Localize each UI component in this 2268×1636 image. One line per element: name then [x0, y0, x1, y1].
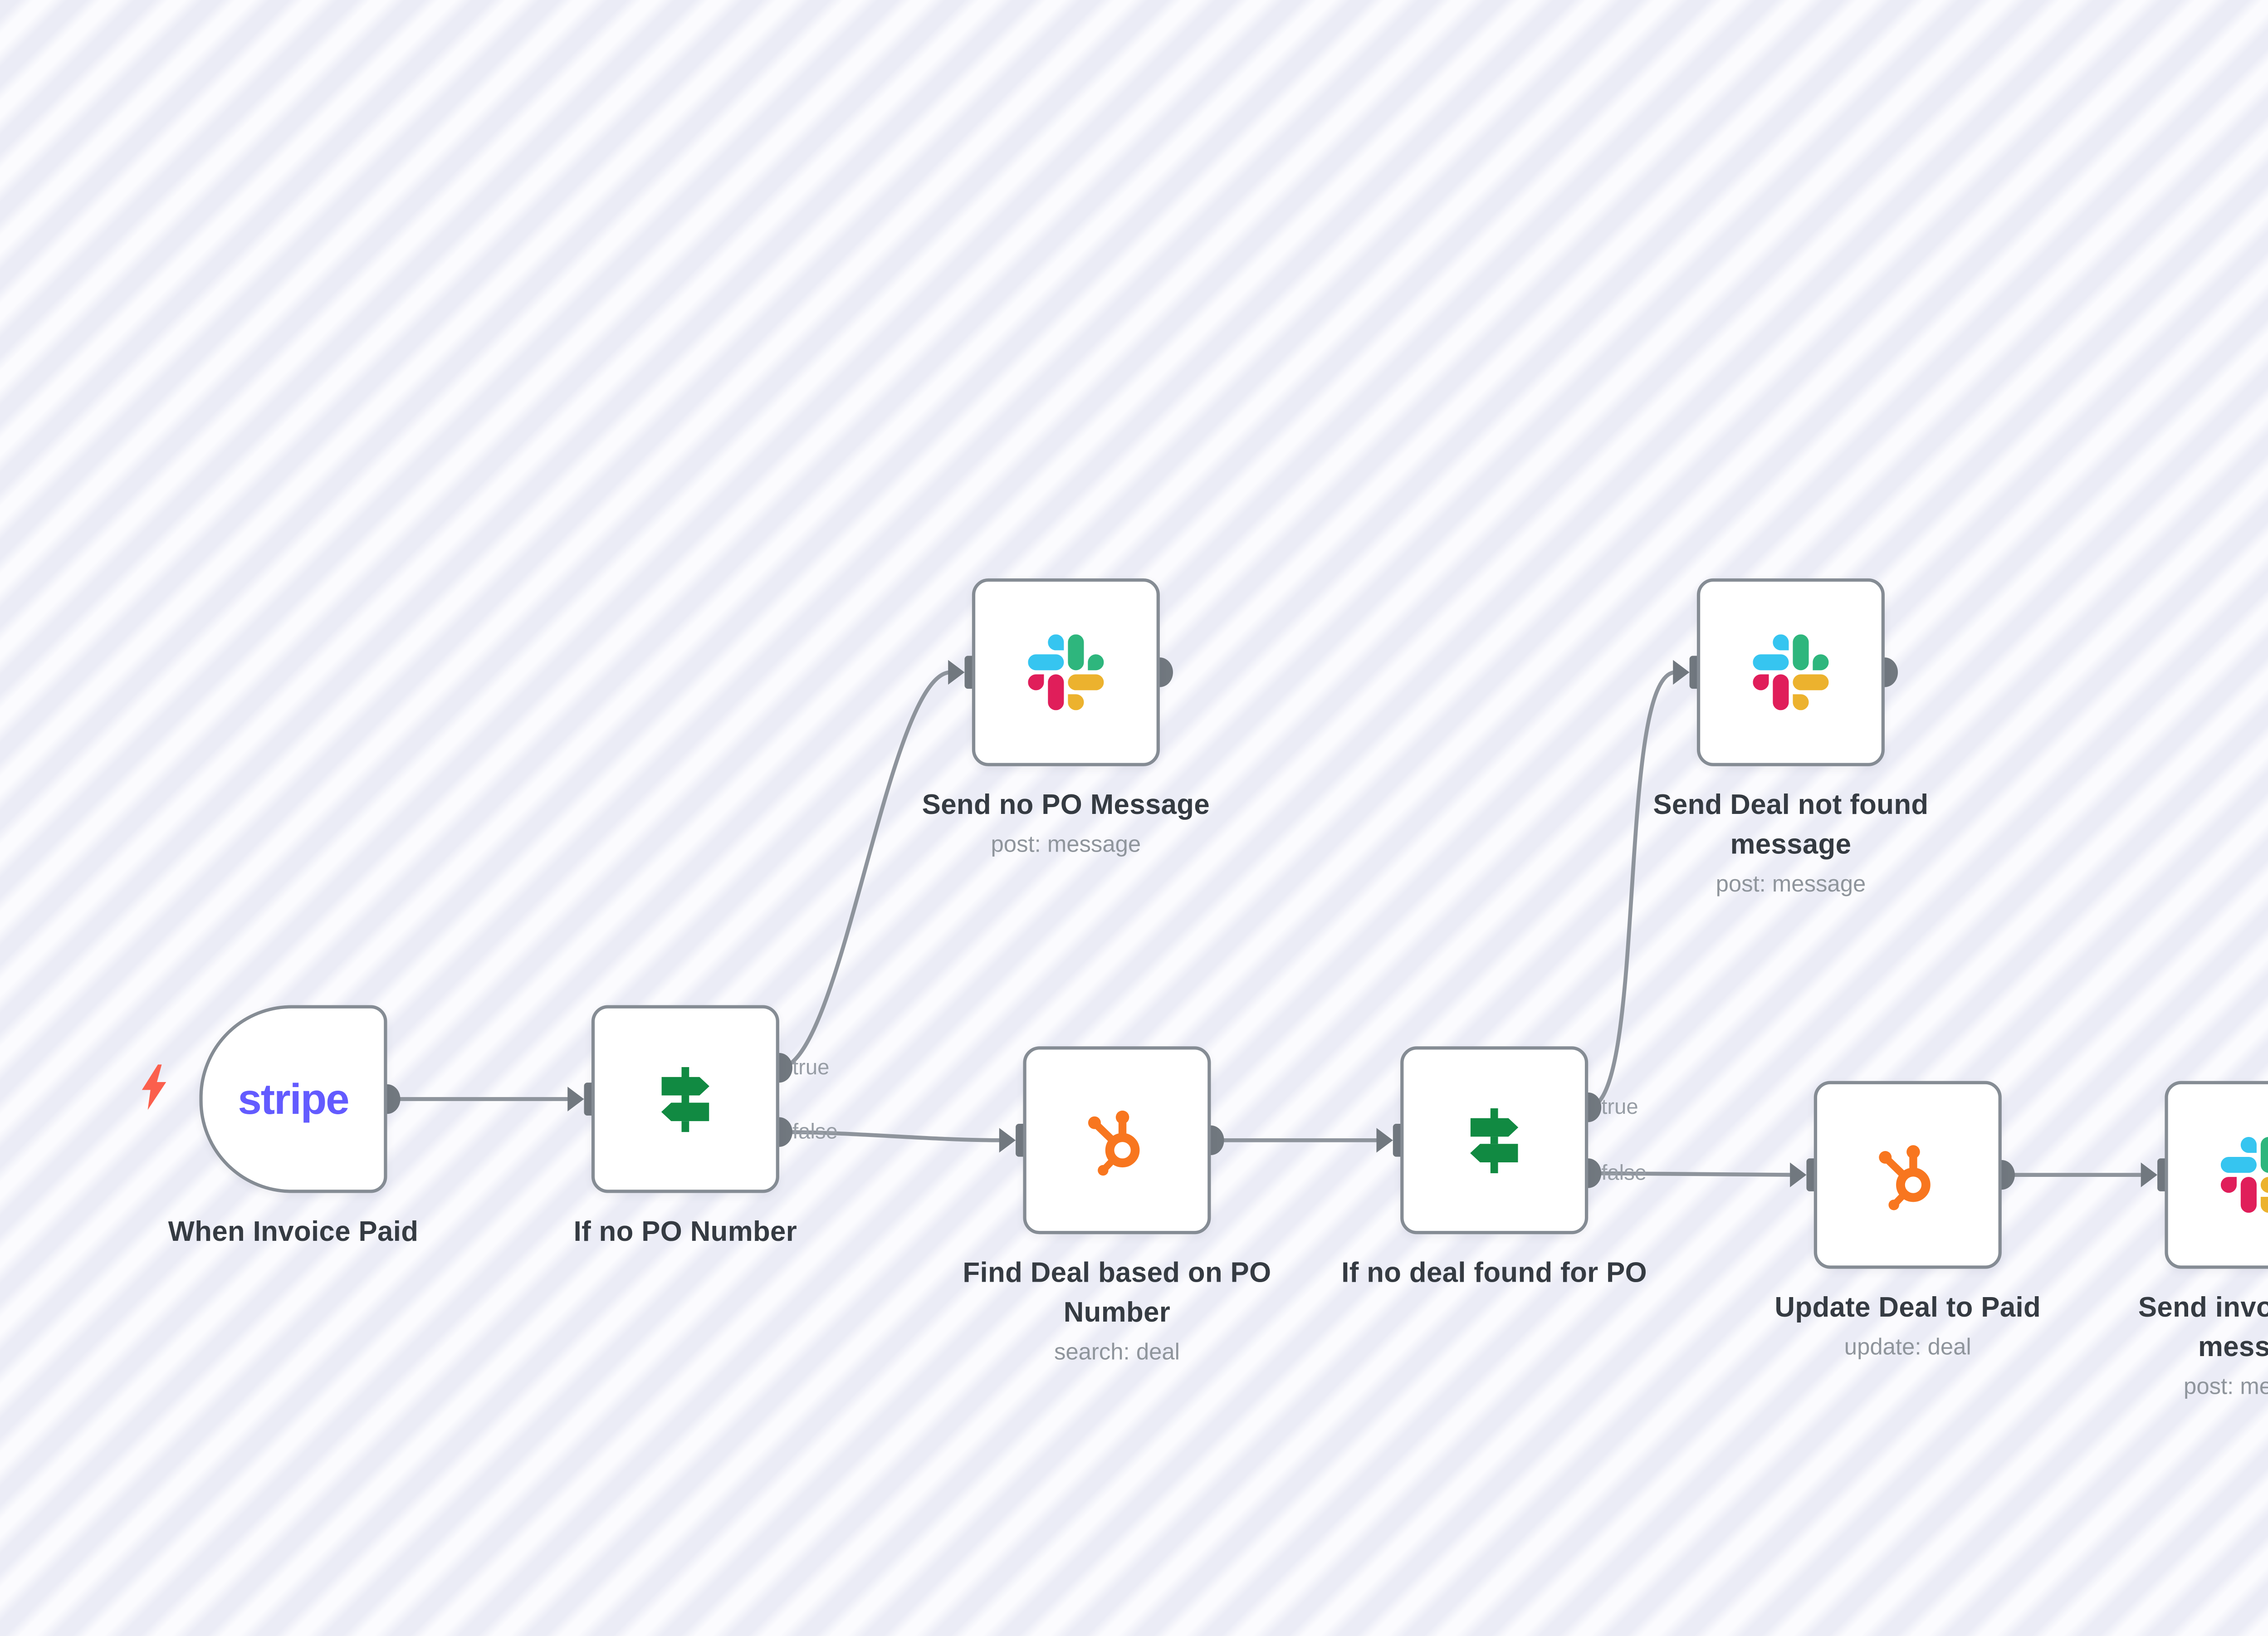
node-group-if-no-po-number: If no PO Number: [529, 1005, 842, 1252]
node-group-when-invoice-paid: stripe When Invoice Paid: [137, 1005, 450, 1252]
hubspot-node[interactable]: [1023, 1046, 1211, 1234]
node-label: When Invoice Paid: [168, 1216, 419, 1248]
arrowhead-icon: [948, 660, 965, 685]
arrowhead-icon: [1790, 1162, 1807, 1187]
node-group-send-no-po-message: Send no PO Message post: message: [909, 578, 1222, 858]
node-subtitle: post: message: [991, 830, 1141, 857]
node-subtitle: search: deal: [1054, 1338, 1180, 1365]
arrowhead-icon: [999, 1128, 1016, 1153]
node-group-if-no-deal-found: If no deal found for PO: [1338, 1046, 1651, 1293]
if-node[interactable]: [591, 1005, 779, 1193]
node-label: Send no PO Message: [922, 789, 1210, 821]
node-label: Send invoice paid message: [2138, 1292, 2268, 1363]
connection-if2-false-to-hubspot2[interactable]: [1588, 1171, 1794, 1177]
if-node[interactable]: [1400, 1046, 1589, 1234]
lightning-trigger-icon: [142, 1064, 166, 1110]
node-subtitle: post: message: [1716, 870, 1866, 896]
node-label: If no deal found for PO: [1341, 1257, 1647, 1289]
node-group-update-deal: Update Deal to Paid update: deal: [1751, 1081, 2064, 1361]
signpost-if-icon: [1470, 1108, 1519, 1173]
node-label: Update Deal to Paid: [1774, 1292, 2041, 1323]
stripe-trigger-node[interactable]: stripe: [199, 1005, 387, 1193]
slack-node[interactable]: [1696, 578, 1885, 766]
hubspot-icon: [1879, 1145, 1931, 1210]
signpost-if-icon: [661, 1067, 709, 1132]
connection-if1-false-to-hubspot1[interactable]: [779, 1130, 1003, 1142]
node-subtitle: post: message: [2184, 1372, 2268, 1399]
slack-icon: [1028, 634, 1104, 710]
slack-icon: [1753, 634, 1829, 710]
node-group-send-invoice-paid: Send invoice paid message post: message: [2102, 1081, 2268, 1401]
node-label: Find Deal based on PO Number: [963, 1257, 1271, 1328]
connection-if2-true-to-slack2[interactable]: [1588, 670, 1676, 1110]
node-label: If no PO Number: [573, 1216, 797, 1248]
slack-node[interactable]: [972, 578, 1160, 766]
node-subtitle: update: deal: [1844, 1333, 1971, 1360]
port-label-false: false: [1601, 1160, 1647, 1185]
node-group-send-deal-not-found: Send Deal not found message post: messag…: [1634, 578, 1947, 898]
arrowhead-icon: [2141, 1162, 2158, 1187]
slack-node[interactable]: [2165, 1081, 2268, 1269]
node-label: Send Deal not found message: [1653, 789, 1929, 860]
node-group-find-deal: Find Deal based on PO Number search: dea…: [960, 1046, 1273, 1366]
port-label-true: true: [792, 1054, 830, 1079]
stripe-logo: stripe: [238, 1073, 349, 1123]
arrowhead-icon: [1673, 660, 1690, 685]
connection-if1-true-to-slack1[interactable]: [779, 670, 951, 1070]
hubspot-node[interactable]: [1813, 1081, 2002, 1269]
hubspot-icon: [1088, 1110, 1140, 1176]
port-label-true: true: [1601, 1094, 1638, 1119]
slack-icon: [2220, 1137, 2268, 1213]
port-label-false: false: [792, 1119, 838, 1144]
arrowhead-icon: [567, 1087, 584, 1112]
arrowhead-icon: [1376, 1128, 1393, 1153]
